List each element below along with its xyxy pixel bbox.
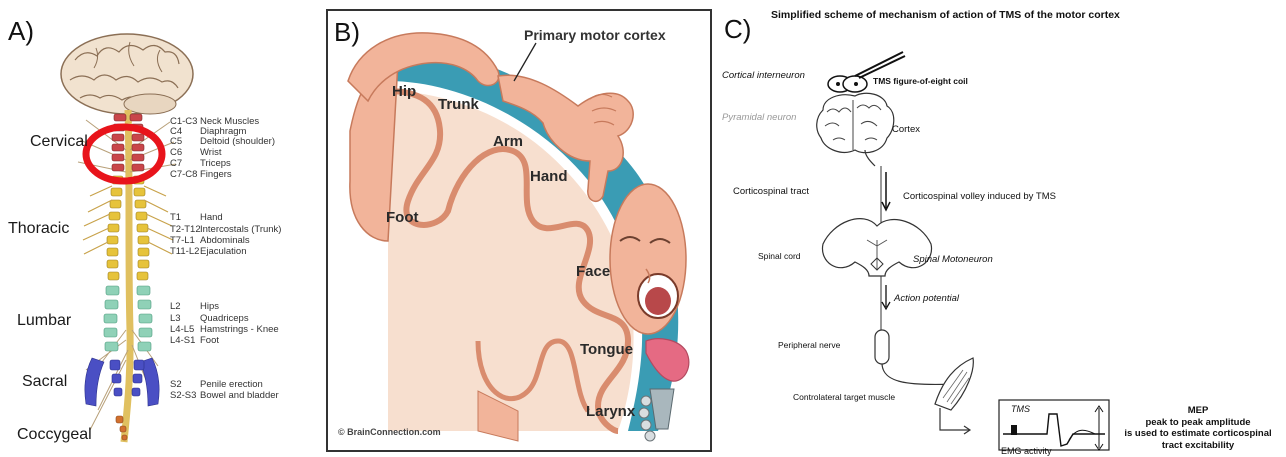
panel-c-tms-scheme: C) Simplified scheme of mechanism of act…	[715, 0, 1286, 457]
region-lumbar: Lumbar	[17, 312, 71, 330]
area-label-larynx: Larynx	[586, 403, 635, 420]
label-target-muscle: Controlateral target muscle	[793, 392, 895, 402]
label-action-potential: Action potential	[894, 293, 959, 304]
label-tms-trace: TMS	[1011, 404, 1030, 414]
label-coil: TMS figure-of-eight coil	[873, 76, 968, 86]
label-cortical-interneuron: Cortical interneuron	[722, 70, 805, 81]
mep-line-3: tract excitability	[1115, 440, 1281, 452]
panel-b-title: Primary motor cortex	[524, 27, 666, 43]
mep-line-2: is used to estimate corticospinal	[1115, 428, 1281, 440]
region-thoracic: Thoracic	[8, 220, 69, 238]
brain-drawing	[61, 34, 193, 114]
panel-b-label: B)	[334, 17, 360, 48]
coil-drawing	[828, 52, 905, 92]
face-drawing	[610, 184, 686, 334]
label-pyramidal-neuron: Pyramidal neuron	[722, 112, 796, 123]
tms-scheme-drawing	[715, 0, 1286, 457]
brain-coronal-drawing	[817, 93, 894, 166]
area-label-tongue: Tongue	[580, 341, 633, 358]
panel-a-spinal-levels: A)	[0, 0, 320, 457]
area-label-hip: Hip	[392, 83, 416, 100]
label-spinal-motoneuron: Spinal Motoneuron	[913, 254, 993, 265]
region-cervical: Cervical	[30, 133, 88, 151]
area-label-trunk: Trunk	[438, 96, 479, 113]
region-coccygeal: Coccygeal	[17, 426, 92, 444]
nerve-capsule	[875, 330, 889, 364]
region-sacral: Sacral	[22, 373, 67, 391]
panel-c-label: C)	[724, 14, 751, 45]
credit-text: © BrainConnection.com	[338, 427, 441, 437]
label-spinal-cord: Spinal cord	[758, 251, 801, 261]
label-volley: Corticospinal volley induced by TMS	[903, 191, 1056, 202]
vertebrae-sacral	[85, 358, 159, 406]
panel-c-title: Simplified scheme of mechanism of action…	[771, 9, 1120, 21]
area-label-hand: Hand	[530, 168, 568, 185]
area-label-face: Face	[576, 263, 610, 280]
mep-caption: MEP peak to peak amplitude is used to es…	[1115, 405, 1281, 451]
label-corticospinal-tract: Corticospinal tract	[733, 186, 809, 197]
mep-title: MEP	[1115, 405, 1281, 417]
label-peripheral-nerve: Peripheral nerve	[778, 340, 840, 350]
area-label-arm: Arm	[493, 133, 523, 150]
label-cortex: Cortex	[892, 124, 920, 135]
homunculus-illustration	[328, 11, 710, 450]
level-row: T2-T12Intercostals (Trunk)	[170, 224, 281, 235]
area-label-foot: Foot	[386, 209, 418, 226]
level-row: T11-L2Ejaculation	[170, 246, 246, 257]
mep-line-1: peak to peak amplitude	[1115, 417, 1281, 429]
panel-b-motor-cortex: B) Primary motor cortex Hip Trunk Arm Ha…	[326, 9, 712, 452]
label-emg-activity: EMG activity	[1001, 446, 1052, 456]
